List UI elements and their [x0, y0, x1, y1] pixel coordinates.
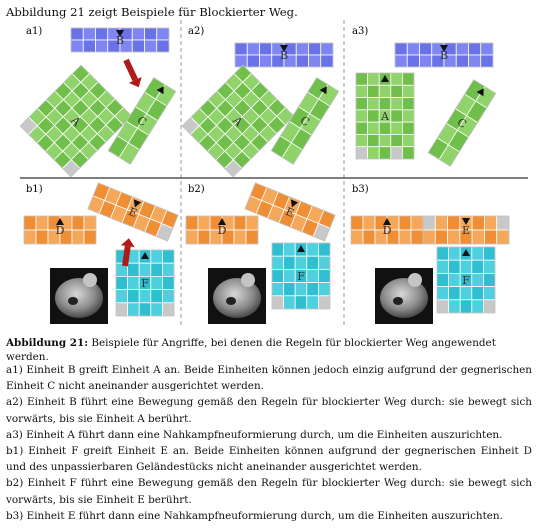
facing-arrow-icon	[290, 199, 299, 208]
facing-arrow-icon	[218, 218, 226, 225]
unit-c: C	[270, 77, 340, 165]
unit-label: A	[380, 110, 390, 123]
impassable-terrain-rock	[208, 268, 266, 324]
unit-label: F	[297, 270, 305, 283]
unit-a: A	[181, 64, 295, 178]
unit-d: D	[350, 215, 424, 245]
unit-d: D	[185, 215, 259, 245]
unit-e: E	[87, 182, 179, 242]
unit-b: B	[70, 27, 170, 53]
impassable-terrain-rock	[50, 268, 108, 324]
panel-label-a1: a1)	[26, 26, 42, 37]
panel-label-a2: a2)	[188, 26, 204, 37]
facing-arrow-icon	[462, 218, 470, 225]
unit-f: F	[271, 242, 331, 310]
attack-arrow	[120, 238, 135, 267]
description-b3: b3) Einheit E führt dann eine Nahkampfne…	[6, 509, 503, 522]
unit-label: F	[141, 277, 149, 290]
unit-label: B	[116, 34, 124, 47]
panel-label-b3: b3)	[352, 184, 369, 195]
description-a3: a3) Einheit A führt dann eine Nahkampfne…	[6, 428, 503, 441]
facing-arrow-icon	[476, 88, 484, 97]
impassable-terrain-rock	[375, 268, 433, 324]
facing-arrow-icon	[116, 30, 124, 37]
unit-b: B	[234, 42, 334, 68]
description-b1: b1) Einheit F greift Einheit E an. Beide…	[6, 445, 532, 474]
description-a1: a1) Einheit B greift Einheit A an. Beide…	[6, 364, 532, 393]
facing-arrow-icon	[297, 245, 305, 252]
unit-f: F	[115, 249, 175, 317]
unit-f: F	[436, 246, 496, 314]
facing-arrow-icon	[56, 218, 64, 225]
unit-a: A	[19, 64, 133, 178]
attack-arrow	[123, 58, 142, 88]
panel-label-a3: a3)	[352, 26, 368, 37]
unit-label: F	[462, 274, 470, 287]
figure-caption: Abbildung 21: Beispiele für Angriffe, be…	[6, 336, 532, 364]
intro-text: Abbildung 21 zeigt Beispiele für Blockie…	[6, 5, 298, 19]
unit-label: D	[383, 224, 392, 237]
unit-label: B	[440, 49, 448, 62]
unit-d: D	[23, 215, 97, 245]
unit-c: C	[427, 79, 497, 167]
panel-label-b1: b1)	[26, 184, 43, 195]
unit-b: B	[394, 42, 494, 68]
unit-label: E	[462, 224, 470, 237]
facing-arrow-icon	[280, 45, 288, 52]
unit-e: E	[422, 215, 510, 245]
unit-a: A	[355, 72, 415, 160]
facing-arrow-icon	[141, 252, 149, 259]
description-list: a1) Einheit B greift Einheit A an. Beide…	[6, 362, 532, 524]
description-a2: a2) Einheit B führt eine Bewegung gemäß …	[6, 396, 532, 425]
unit-label: B	[280, 49, 288, 62]
caption-text: Beispiele für Angriffe, bei denen die Re…	[6, 337, 496, 363]
facing-arrow-icon	[156, 86, 164, 95]
facing-arrow-icon	[462, 249, 470, 256]
facing-arrow-icon	[383, 218, 391, 225]
facing-arrow-icon	[319, 86, 327, 95]
caption-label: Abbildung 21:	[6, 337, 89, 349]
description-b2: b2) Einheit F führt eine Bewegung gemäß …	[6, 477, 532, 506]
unit-label: D	[218, 224, 227, 237]
unit-e: E	[244, 182, 336, 242]
unit-label: D	[56, 224, 65, 237]
unit-c: C	[107, 77, 177, 165]
facing-arrow-icon	[440, 45, 448, 52]
facing-arrow-icon	[133, 199, 142, 208]
panel-label-b2: b2)	[188, 184, 205, 195]
facing-arrow-icon	[381, 75, 389, 82]
